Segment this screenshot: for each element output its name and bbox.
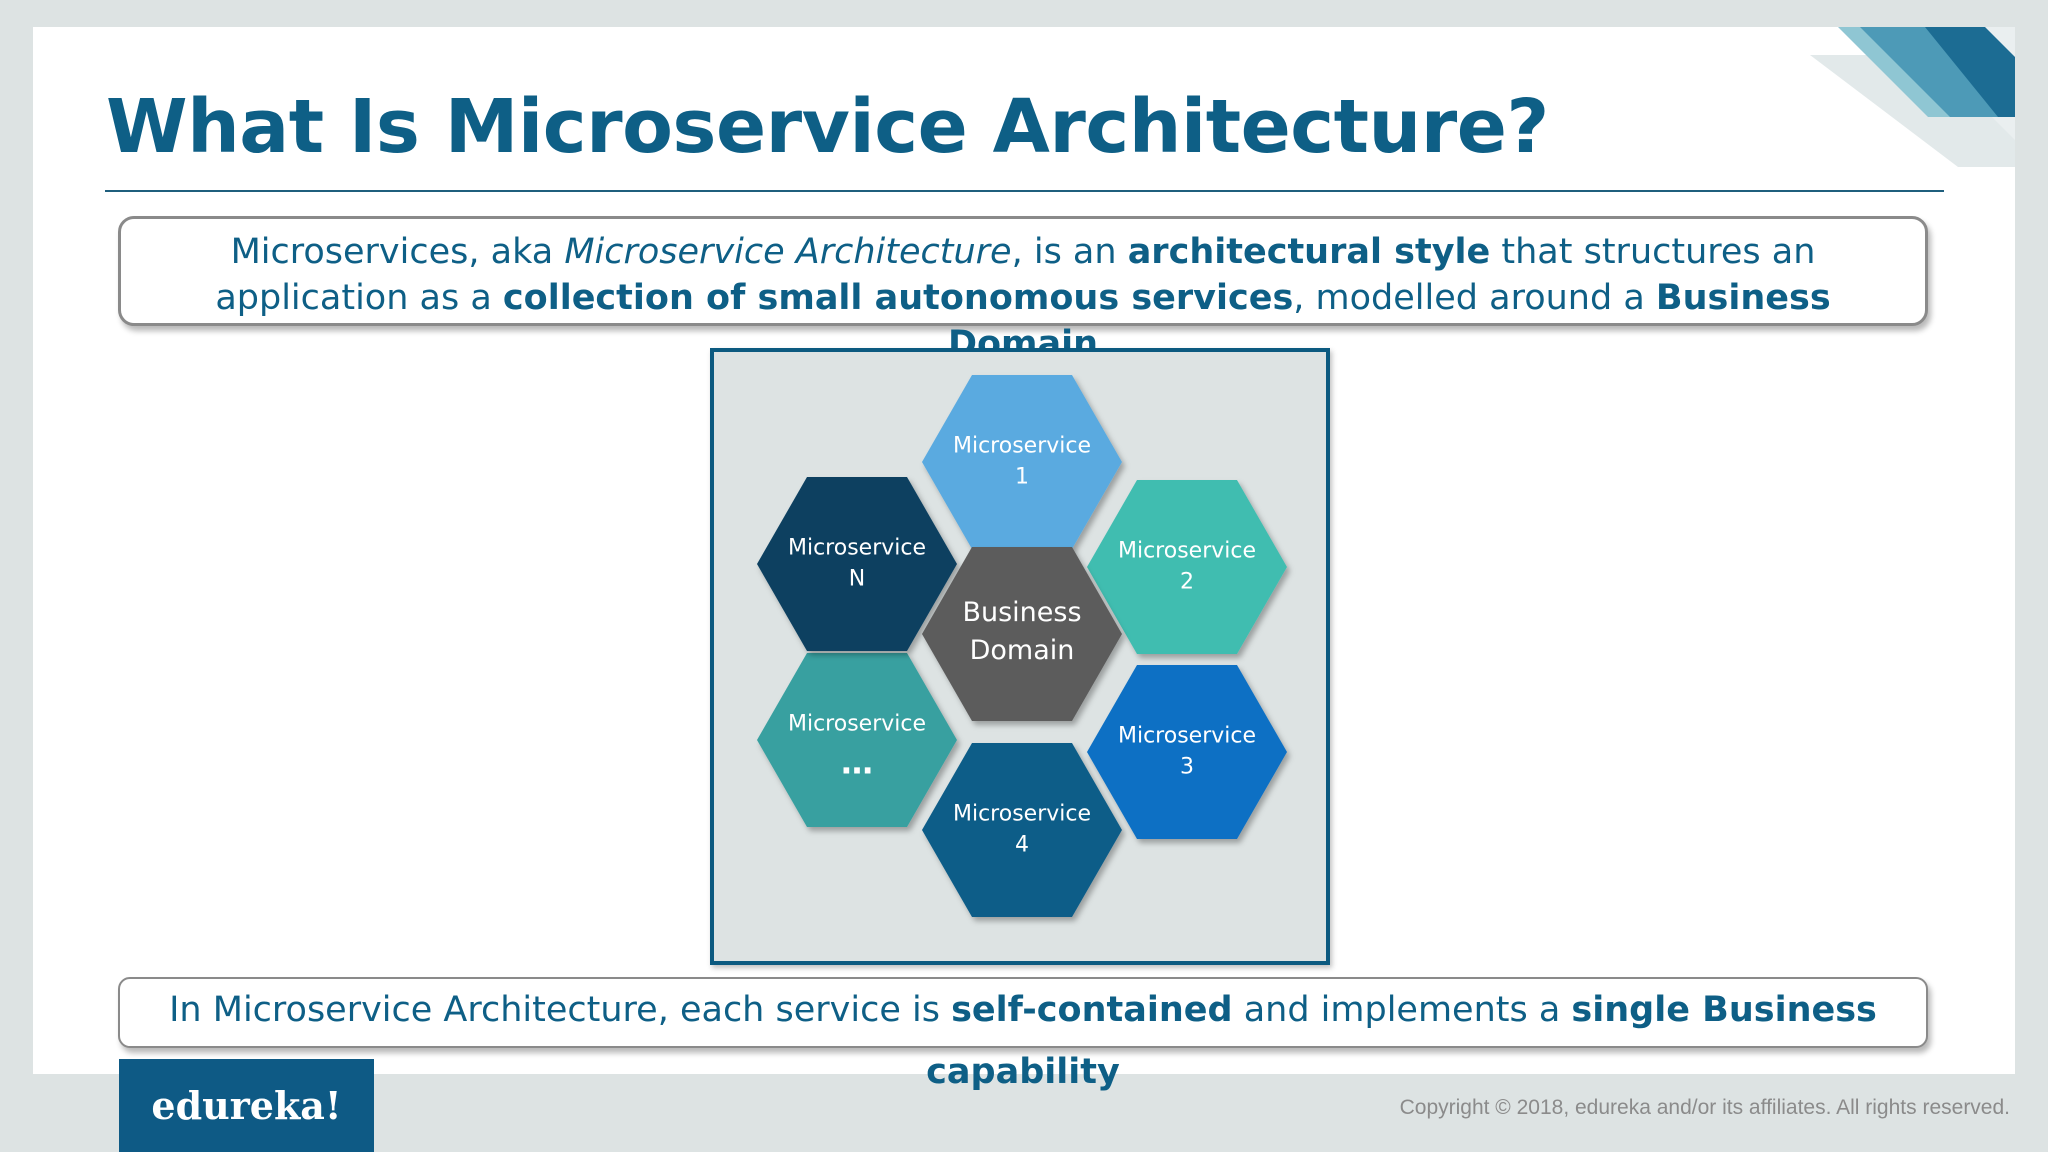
hexagon-label-line2: N (849, 567, 865, 592)
capability-box: In Microservice Architecture, each servi… (118, 977, 1928, 1092)
definition-text-3: , is an (1011, 232, 1128, 272)
hexagon-shape (757, 477, 957, 651)
capability-text-1: In Microservice Architecture, each servi… (169, 990, 952, 1030)
page-title: What Is Microservice Architecture? (106, 84, 1549, 170)
hexagon-shape (922, 375, 1122, 549)
hexagon-label-line1: Microservice (1118, 724, 1256, 749)
hexagon-microservice-4: Microservice 4 (922, 743, 1122, 917)
hexagon-label-line2: … (841, 744, 873, 782)
copyright-text: Copyright © 2018, edureka and/or its aff… (1399, 1096, 2010, 1119)
hexagon-shape (757, 653, 957, 827)
hexagon-label-line1: Microservice (788, 712, 926, 737)
hexagon-shape (1087, 665, 1287, 839)
title-divider (105, 190, 1944, 192)
definition-text-4: architectural style (1127, 232, 1491, 272)
hexagon-label-line1: Business (962, 597, 1081, 628)
hexagon-label-line1: Microservice (953, 434, 1091, 459)
definition-text-2: Microservice Architecture (564, 232, 1012, 272)
hexagon-shape (922, 743, 1122, 917)
hexagon-label-line1: Microservice (953, 802, 1091, 827)
capability-text-3: and implements a (1232, 990, 1572, 1030)
hexagon-microservice-3: Microservice 3 (1087, 665, 1287, 839)
hexagon-shape (1087, 480, 1287, 654)
edureka-logo: edureka! (119, 1059, 374, 1152)
hexagon-microservice-dots: Microservice … (757, 653, 957, 827)
capability-text-4: single Business capability (926, 990, 1877, 1092)
hexagon-label-line2: 2 (1180, 570, 1194, 595)
hexagon-label-line2: 3 (1180, 755, 1194, 780)
hexagon-label-line2: 4 (1015, 833, 1029, 858)
hexagon-label-line2: 1 (1015, 465, 1029, 490)
hexagon-label-line1: Microservice (1118, 539, 1256, 564)
hexagon-shape (922, 547, 1122, 721)
definition-text-5: that structures an application as a (215, 232, 1816, 318)
hexagon-microservice-1: Microservice 1 (922, 375, 1122, 549)
definition-box: Microservices, aka Microservice Architec… (118, 216, 1928, 364)
hexagon-cluster: Microservice1Microservice2Microservice3M… (757, 375, 1287, 917)
hexagon-label-line2: Domain (970, 635, 1075, 666)
capability-text-2: self-contained (951, 990, 1233, 1030)
hexagon-microservice-2: Microservice 2 (1087, 480, 1287, 654)
definition-text-7: , modelled around a (1293, 278, 1656, 318)
hexagon-label-line1: Microservice (788, 536, 926, 561)
definition-text-1: Microservices, aka (230, 232, 565, 272)
definition-text-6: collection of small autonomous services (502, 278, 1294, 318)
